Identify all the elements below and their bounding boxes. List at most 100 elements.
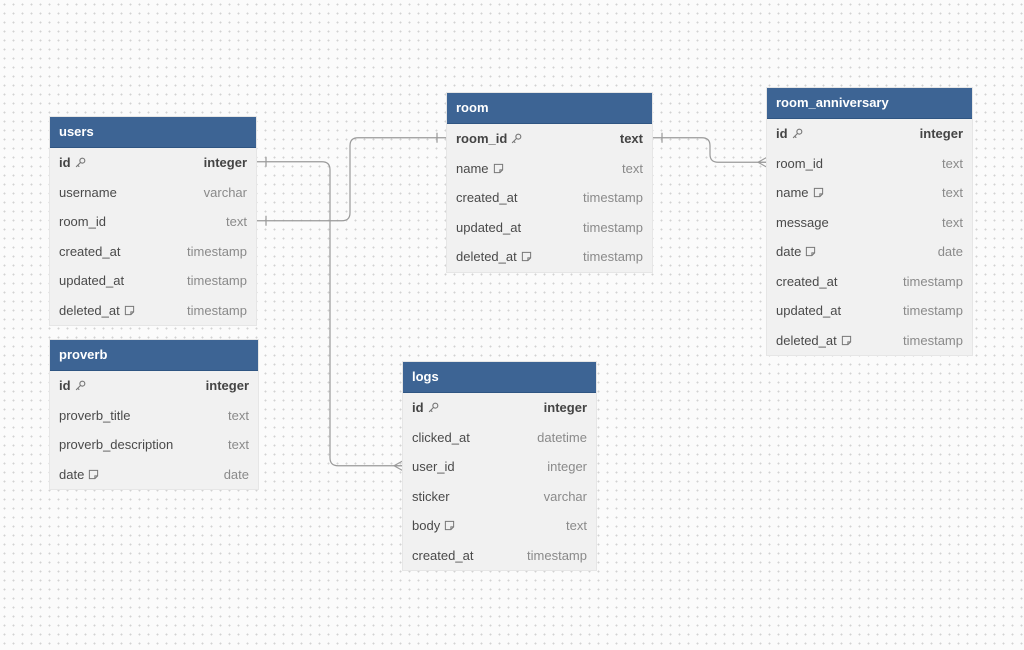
note-icon[interactable]: [444, 520, 455, 531]
column-name-group: name: [456, 161, 504, 176]
primary-key-icon: [75, 157, 86, 168]
column-row[interactable]: created_at timestamp: [403, 541, 596, 571]
column-name: date: [59, 466, 85, 482]
table-header[interactable]: room: [447, 93, 652, 124]
column-name-group: clicked_at: [412, 430, 470, 445]
column-name: room_id: [776, 155, 823, 171]
primary-key-icon: [75, 380, 86, 391]
column-name-group: created_at: [59, 244, 120, 259]
column-name: updated_at: [59, 273, 125, 289]
relation-users-logs[interactable]: [256, 161, 403, 467]
column-name: username: [59, 184, 117, 200]
column-row[interactable]: proverb_title text: [50, 401, 258, 431]
column-name: deleted_at: [456, 249, 517, 265]
column-name-group: created_at: [412, 548, 473, 563]
primary-key-icon: [792, 128, 803, 139]
many-end-marker: [757, 156, 768, 168]
column-row[interactable]: body text: [403, 511, 596, 541]
column-row[interactable]: user_id integer: [403, 452, 596, 482]
column-type: timestamp: [903, 303, 963, 319]
column-name: updated_at: [456, 219, 522, 235]
column-type: timestamp: [583, 249, 643, 265]
note-icon[interactable]: [813, 187, 824, 198]
column-name-group: id: [59, 378, 86, 393]
column-name: id: [59, 378, 71, 394]
column-name-group: id: [59, 155, 86, 170]
column-name-group: deleted_at: [59, 303, 135, 318]
column-name-group: sticker: [412, 489, 450, 504]
column-name: created_at: [456, 190, 518, 206]
column-name: sticker: [412, 488, 450, 504]
column-name-group: proverb_description: [59, 437, 173, 452]
table-header[interactable]: users: [50, 117, 256, 148]
column-type: varchar: [203, 184, 247, 200]
column-name-group: message: [776, 215, 829, 230]
relation-users-room[interactable]: [256, 137, 447, 222]
column-row[interactable]: deleted_at timestamp: [447, 242, 652, 272]
column-name: proverb_description: [59, 437, 174, 453]
column-name: proverb_title: [59, 407, 131, 423]
column-name: message: [776, 214, 829, 230]
column-name: id: [776, 126, 788, 142]
column-type: text: [566, 518, 587, 534]
note-icon[interactable]: [841, 335, 852, 346]
column-type: text: [228, 407, 249, 423]
column-type: date: [223, 466, 249, 482]
column-name: id: [59, 155, 71, 171]
column-name-group: username: [59, 185, 117, 200]
table-header[interactable]: logs: [403, 362, 596, 393]
table-header[interactable]: room_anniversary: [767, 88, 972, 119]
column-name-group: body: [412, 518, 455, 533]
column-name: user_id: [412, 459, 455, 475]
column-name: created_at: [59, 243, 121, 259]
relation-room-anniversary[interactable]: [652, 137, 767, 163]
column-name: name: [776, 185, 809, 201]
column-name-group: updated_at: [456, 220, 521, 235]
column-type: timestamp: [527, 547, 587, 563]
note-icon[interactable]: [805, 246, 816, 257]
note-icon[interactable]: [88, 469, 99, 480]
column-type: integer: [547, 459, 587, 475]
note-icon[interactable]: [521, 251, 532, 262]
table-header[interactable]: proverb: [50, 340, 258, 371]
column-row[interactable]: username varchar: [50, 178, 256, 208]
note-icon[interactable]: [493, 163, 504, 174]
note-icon[interactable]: [124, 305, 135, 316]
column-name-group: deleted_at: [456, 249, 532, 264]
column-name-group: room_id: [776, 156, 823, 171]
column-name: date: [776, 244, 802, 260]
column-name: created_at: [412, 547, 474, 563]
column-row[interactable]: date date: [50, 460, 258, 490]
column-name-group: date: [59, 467, 99, 482]
column-name: deleted_at: [776, 332, 837, 348]
column-name: name: [456, 160, 489, 176]
